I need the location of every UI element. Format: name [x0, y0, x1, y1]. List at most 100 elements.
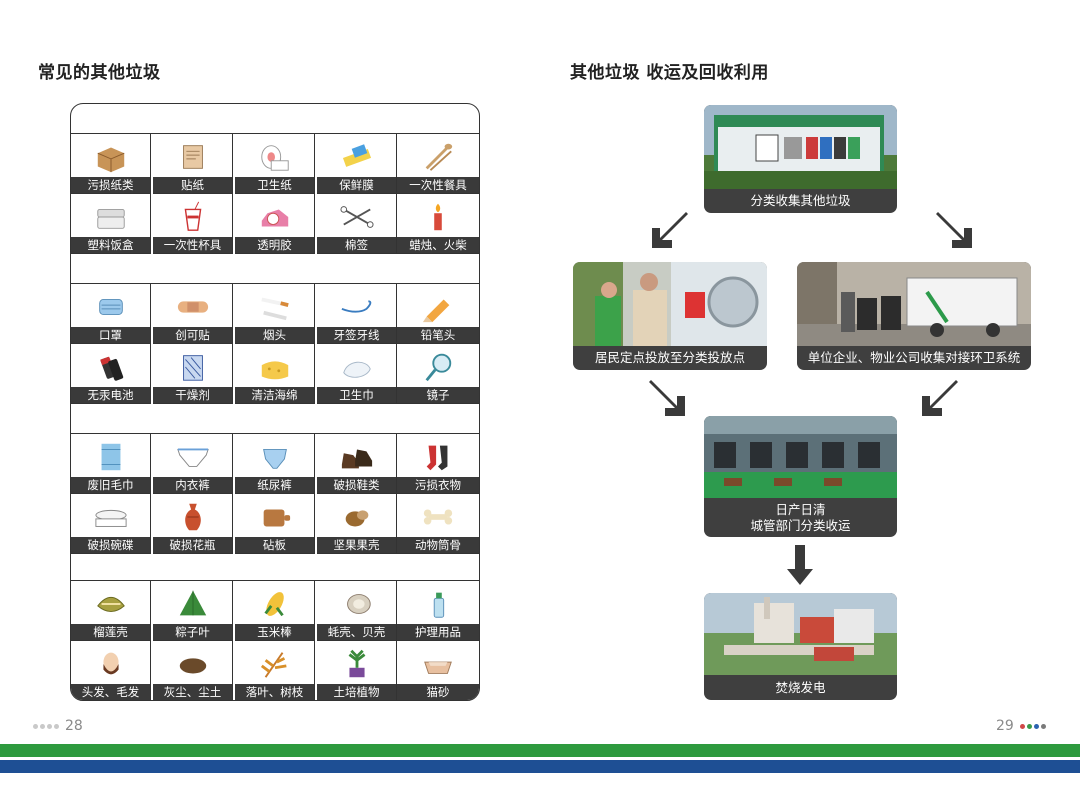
- waste-item-label: 内衣裤: [153, 477, 232, 493]
- waste-item-label: 坚果果壳: [317, 537, 396, 553]
- old-towel-icon: [71, 436, 150, 478]
- waste-item-label: 卫生纸: [235, 177, 314, 193]
- step-enterprise-caption: 单位企业、物业公司收集对接环卫系统: [807, 350, 1021, 365]
- broken-vase-icon: [153, 496, 232, 538]
- waste-item: 贴纸: [153, 134, 233, 194]
- waste-item: 落叶、树枝: [235, 641, 315, 700]
- waste-item-label: 纸尿裤: [235, 477, 314, 493]
- waste-item-label: 护理用品: [397, 624, 479, 640]
- arrow-down-left-2: [922, 380, 958, 416]
- waste-item: 蚝壳、贝壳: [317, 581, 397, 641]
- disposable-cup-icon: [153, 196, 232, 238]
- page-number-right-text: 29: [996, 718, 1014, 734]
- waste-item-label: 卫生巾: [317, 387, 396, 403]
- waste-item-label: 贴纸: [153, 177, 232, 193]
- waste-item-label: 塑料饭盒: [71, 237, 150, 253]
- waste-item: 头发、毛发: [71, 641, 151, 700]
- step-incinerate-caption: 焚烧发电: [775, 679, 826, 695]
- step-enterprise-card: 单位企业、物业公司收集对接环卫系统: [797, 262, 1031, 370]
- corn-cob-icon: [235, 583, 314, 625]
- footer-blue-band: [0, 760, 1080, 773]
- hair-beard-icon: [71, 643, 150, 685]
- waste-item: 一次性餐具: [397, 134, 479, 194]
- desiccant-icon: [153, 346, 232, 388]
- waste-item-label: 榴莲壳: [71, 624, 150, 640]
- tape-dispenser-icon: [235, 196, 314, 238]
- waste-item: 动物筒骨: [397, 494, 479, 554]
- toilet-paper-icon: [235, 136, 314, 178]
- resident-dropoff-photo: [573, 262, 767, 346]
- waste-item: 卫生纸: [235, 134, 315, 194]
- waste-item: 榴莲壳: [71, 581, 151, 641]
- broken-dishes-icon: [71, 496, 150, 538]
- page-number-left: 28: [33, 718, 83, 734]
- step-daily-line1: 日产日清: [775, 501, 826, 517]
- waste-item-label: 破损花瓶: [153, 537, 232, 553]
- waste-item-label: 清洁海绵: [235, 387, 314, 403]
- waste-item: 铅笔头: [397, 284, 479, 344]
- disposable-utensils-icon: [397, 136, 479, 178]
- waste-item: 破损花瓶: [153, 494, 233, 554]
- waste-item-label: 砧板: [235, 537, 314, 553]
- step-collect-caption: 分类收集其他垃圾: [750, 193, 851, 208]
- footer-green-band: [0, 744, 1080, 757]
- waste-item: 破损碗碟: [71, 494, 151, 554]
- waste-item-label: 蚝壳、贝壳: [317, 624, 396, 640]
- nut-shell-icon: [317, 496, 396, 538]
- potted-plant-icon: [317, 643, 396, 685]
- page-title-left: 常见的其他垃圾: [38, 63, 161, 83]
- waste-item-label: 破损鞋类: [317, 477, 396, 493]
- waste-item: 口罩: [71, 284, 151, 344]
- page-title-right: 其他垃圾 收运及回收利用: [570, 63, 769, 83]
- page-dots-right: [1019, 723, 1046, 729]
- cigarette-butt-icon: [235, 286, 314, 328]
- waste-item: 镜子: [397, 344, 479, 404]
- waste-item-label: 一次性杯具: [153, 237, 232, 253]
- waste-item: 污损衣物: [397, 434, 479, 494]
- pencil-shavings-icon: [397, 286, 479, 328]
- arrow-down-3: [787, 545, 813, 585]
- waste-item: 无汞电池: [71, 344, 151, 404]
- waste-item: 一次性杯具: [153, 194, 233, 254]
- waste-item: 污损纸类: [71, 134, 151, 194]
- waste-item-label: 蜡烛、火柴: [397, 237, 479, 253]
- waste-item: 干燥剂: [153, 344, 233, 404]
- waste-item: 破损鞋类: [317, 434, 397, 494]
- cling-film-icon: [317, 136, 396, 178]
- waste-item-label: 动物筒骨: [397, 537, 479, 553]
- step-daily-caption: 日产日清 城管部门分类收运: [704, 498, 897, 537]
- cardboard-box-icon: [71, 136, 150, 178]
- face-mask-icon: [71, 286, 150, 328]
- waste-item: 棉签: [317, 194, 397, 254]
- sticker-paper-icon: [153, 136, 232, 178]
- power-plant-photo: [704, 593, 897, 675]
- animal-bone-icon: [397, 496, 479, 538]
- step-collect-card: 分类收集其他垃圾: [704, 105, 897, 213]
- footer-white-line: [0, 757, 1080, 760]
- waste-item: 蜡烛、火柴: [397, 194, 479, 254]
- waste-item: 灰尘、尘土: [153, 641, 233, 700]
- step-resident-caption: 居民定点投放至分类投放点: [594, 350, 745, 365]
- step-daily-card: 日产日清 城管部门分类收运: [704, 416, 897, 537]
- collection-station-photo: [704, 105, 897, 189]
- step-daily-line2: 城管部门分类收运: [750, 517, 851, 533]
- page-dots-left: [33, 723, 59, 729]
- waste-item-label: 土培植物: [317, 684, 396, 700]
- worn-shoes-icon: [317, 436, 396, 478]
- waste-item-label: 烟头: [235, 327, 314, 343]
- waste-item: 牙签牙线: [317, 284, 397, 344]
- waste-item: 废旧毛巾: [71, 434, 151, 494]
- cotton-swab-icon: [317, 196, 396, 238]
- cutting-board-icon: [235, 496, 314, 538]
- item-group: 污损纸类贴纸卫生纸保鲜膜一次性餐具塑料饭盒一次性杯具透明胶棉签蜡烛、火柴: [71, 133, 479, 254]
- arrow-down-left-1: [652, 212, 688, 248]
- waste-item-label: 保鲜膜: [317, 177, 396, 193]
- waste-item-label: 牙签牙线: [317, 327, 396, 343]
- waste-item-label: 破损碗碟: [71, 537, 150, 553]
- waste-item: 猫砂: [397, 641, 479, 700]
- step-incinerate-card: 焚烧发电: [704, 593, 897, 700]
- transfer-station-photo: [704, 416, 897, 498]
- waste-item: 纸尿裤: [235, 434, 315, 494]
- waste-item: 创可贴: [153, 284, 233, 344]
- waste-item-label: 无汞电池: [71, 387, 150, 403]
